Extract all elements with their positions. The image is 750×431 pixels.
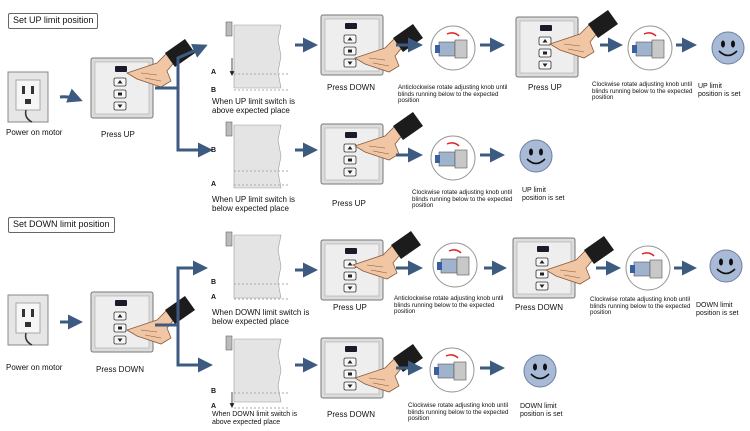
knob-instruction: Clockwise rotate adjusting knob until bl… <box>412 189 513 210</box>
arrow-right-icon <box>155 260 208 327</box>
marker-a: A <box>211 69 217 76</box>
section-down-graphics <box>7 230 743 409</box>
smiley-face-icon <box>709 249 743 283</box>
motor-knob-icon <box>430 25 476 71</box>
smiley-face-icon <box>523 354 557 388</box>
result-label: UP limit position is set <box>522 187 565 202</box>
knob-instruction: Clockwise rotate adjusting knob until bl… <box>408 402 509 423</box>
step-press-down: Press DOWN <box>327 83 375 92</box>
step-press-up: Press UP <box>332 199 366 208</box>
motor-knob-icon <box>429 347 475 393</box>
result-label: DOWN limit position is set <box>520 403 563 418</box>
section-title-up: Set UP limit position <box>8 13 99 29</box>
motor-knob-icon <box>430 135 476 181</box>
result-label: DOWN limit position is set <box>696 302 739 317</box>
marker-a: A <box>211 403 217 410</box>
section-title-down: Set DOWN limit position <box>8 217 115 233</box>
press-up-label: Press UP <box>101 130 135 139</box>
step-press-up: Press UP <box>333 303 367 312</box>
power-on-label: Power on motor <box>6 363 63 372</box>
marker-b: B <box>211 87 217 94</box>
smiley-face-icon <box>711 31 745 65</box>
step-press-up: Press UP <box>528 83 562 92</box>
blind-icon <box>225 121 282 189</box>
marker-b: B <box>211 147 217 154</box>
arrow-right-icon <box>176 88 213 158</box>
knob-instruction: Clockwise rotate adjusting knob until bl… <box>592 81 693 102</box>
arrow-right-icon <box>176 325 213 373</box>
knob-instruction: Anticlockwise rotate adjusting knob unti… <box>394 295 504 316</box>
remote-panel-icon <box>90 291 154 353</box>
arrow-right-icon <box>155 44 208 90</box>
power-outlet-icon <box>7 294 49 346</box>
motor-knob-icon <box>625 245 671 291</box>
blind-icon <box>225 335 282 403</box>
step-press-down: Press DOWN <box>327 410 375 419</box>
case-down1-label: When DOWN limit switch is below expected… <box>212 308 310 326</box>
blind-icon <box>225 231 282 299</box>
marker-a: A <box>211 294 217 301</box>
smiley-face-icon <box>519 139 553 173</box>
press-down-label: Press DOWN <box>96 365 144 374</box>
power-outlet-icon <box>7 71 49 123</box>
knob-instruction: Clockwise rotate adjusting knob until bl… <box>590 296 691 317</box>
marker-a: A <box>211 181 217 188</box>
step-press-down: Press DOWN <box>515 303 563 312</box>
arrow-right-icon <box>59 88 83 103</box>
blind-icon <box>225 21 282 89</box>
section-up-graphics <box>7 9 745 189</box>
case-down2-label: When DOWN limit switch is above expected… <box>212 411 298 426</box>
motor-knob-icon <box>432 242 478 288</box>
remote-panel-icon <box>90 57 154 119</box>
power-on-label: Power on motor <box>6 128 63 137</box>
remote-panel-icon <box>320 337 384 399</box>
motor-knob-icon <box>627 25 673 71</box>
case-up1-label: When UP limit switch is above expected p… <box>212 97 295 115</box>
marker-b: B <box>211 388 217 395</box>
result-label: UP limit position is set <box>698 83 741 98</box>
knob-instruction: Anticlockwise rotate adjusting knob unti… <box>398 84 508 105</box>
case-up2-label: When UP limit switch is below expected p… <box>212 195 295 213</box>
marker-b: B <box>211 279 217 286</box>
